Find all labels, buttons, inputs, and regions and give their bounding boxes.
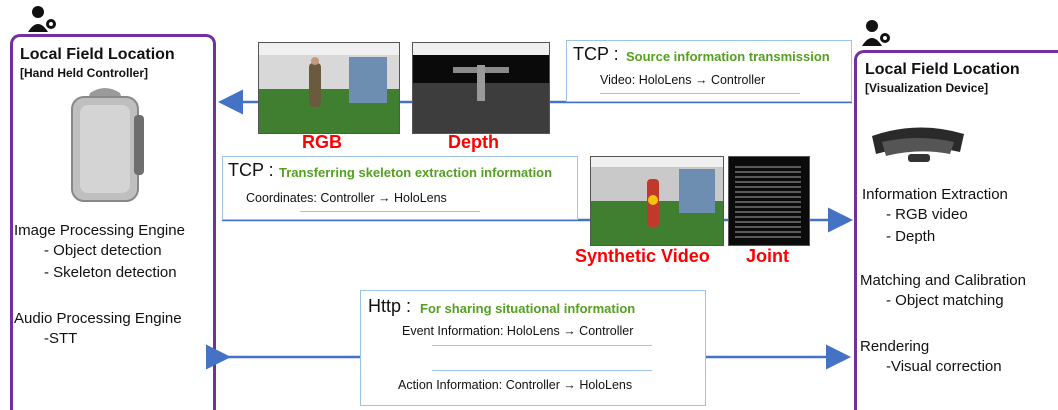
divider — [432, 345, 652, 346]
http-protocol: Http : — [368, 296, 412, 316]
tcp-source-protocol: TCP : — [573, 44, 619, 64]
tcp-skeleton-line: Coordinates: Controller → HoloLens — [246, 191, 447, 205]
depth-label: Depth — [448, 132, 499, 152]
depth-item: - Depth — [886, 228, 936, 245]
tcp-skeleton-protocol: TCP : — [228, 160, 274, 180]
user-gear-icon — [862, 20, 890, 46]
divider — [432, 370, 652, 371]
joint-label: Joint — [746, 246, 789, 266]
image-processing-engine: Image Processing Engine — [14, 222, 185, 239]
right-panel — [854, 50, 1058, 410]
skeleton-detection-item: - Skeleton detection — [44, 264, 177, 281]
http-description: For sharing situational information — [420, 301, 636, 316]
rendering: Rendering — [860, 338, 930, 355]
object-matching-item: - Object matching — [886, 292, 1004, 309]
http-action-line: Action Information: Controller → HoloLen… — [398, 378, 633, 392]
http-event-line: Event Information: HoloLens → Controller — [402, 324, 634, 338]
http-box — [360, 290, 706, 406]
rgb-image — [258, 42, 400, 134]
rgb-label: RGB — [302, 132, 342, 152]
joint-image — [728, 156, 810, 246]
right-panel-title: Local Field Location — [865, 61, 1020, 78]
information-extraction: Information Extraction — [862, 186, 1008, 203]
backpack-icon — [71, 88, 144, 202]
audio-processing-engine: Audio Processing Engine — [14, 310, 182, 327]
left-panel-title: Local Field Location — [20, 46, 175, 63]
tcp-skeleton-box — [222, 156, 578, 220]
tcp-source-line: Video: HoloLens → Controller — [600, 73, 766, 87]
tcp-source-description: Source information transmission — [626, 49, 830, 64]
tcp-source-box — [566, 40, 852, 102]
object-detection-item: - Object detection — [44, 242, 162, 259]
matching-calibration: Matching and Calibration — [860, 272, 1026, 289]
divider — [600, 93, 800, 94]
stt-item: -STT — [44, 330, 78, 347]
hololens-icon — [872, 127, 964, 162]
synthetic-video-image — [590, 156, 724, 246]
rgb-video-item: - RGB video — [886, 206, 968, 223]
depth-image — [412, 42, 550, 134]
tcp-skeleton-description: Transferring skeleton extraction informa… — [279, 165, 553, 180]
right-panel-subtitle: [Visualization Device] — [865, 81, 989, 95]
left-panel-subtitle: [Hand Held Controller] — [20, 66, 148, 80]
user-gear-icon — [28, 6, 56, 32]
divider — [300, 211, 480, 212]
synthetic-video-label: Synthetic Video — [575, 246, 710, 266]
visual-correction-item: -Visual correction — [886, 358, 1002, 375]
